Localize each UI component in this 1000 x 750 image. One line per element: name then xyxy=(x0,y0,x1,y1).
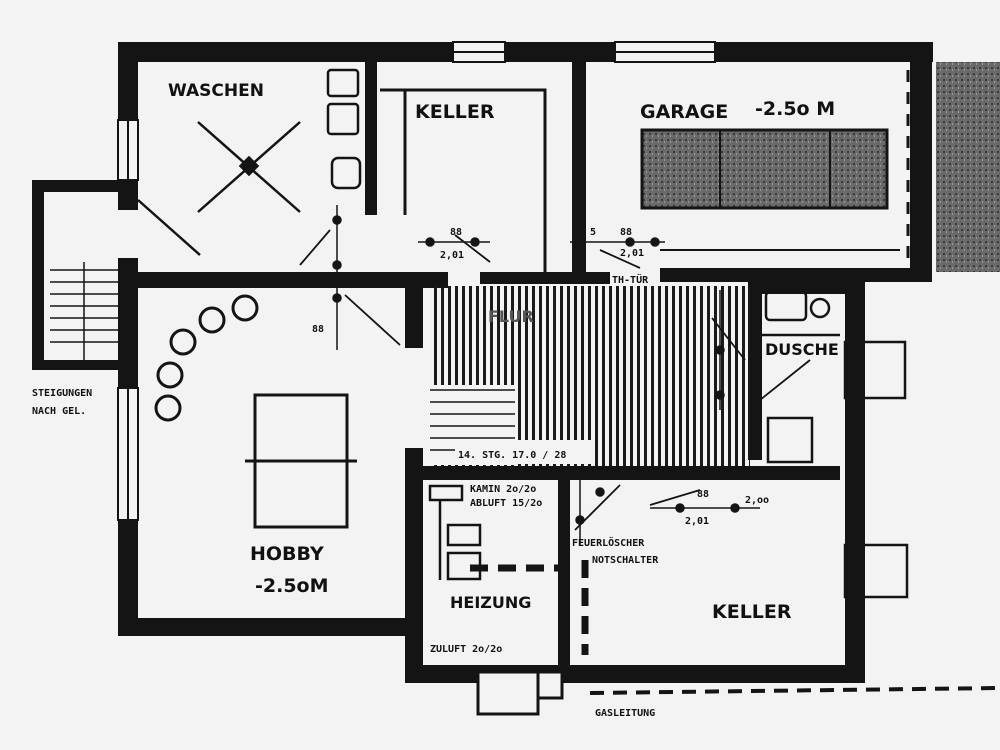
dim-201-b: 2,01 xyxy=(620,248,644,259)
stairwell xyxy=(425,286,750,466)
abluft-label: ABLUFT 15/2o xyxy=(470,498,542,509)
gasleitung-label: GASLEITUNG xyxy=(595,708,655,719)
dim-201-c: 2,01 xyxy=(685,516,709,527)
dim-88-b: 88 xyxy=(620,227,632,238)
room-label-hobby: HOBBY xyxy=(250,543,324,565)
shower-fixtures xyxy=(762,290,909,599)
notschalter-label: NOTSCHALTER xyxy=(592,555,659,566)
room-label-garage: GARAGE xyxy=(640,101,728,123)
hobby-furniture xyxy=(154,294,357,529)
th-tuer-label: TH-TÜR xyxy=(612,272,649,286)
kamin-label: KAMIN 2o/2o xyxy=(470,484,536,495)
feuerloescher-label: FEUERLÖSCHER xyxy=(572,535,645,549)
dim-88-a: 88 xyxy=(450,227,462,238)
light-shafts xyxy=(476,670,564,716)
room-label-waschen: WASCHEN xyxy=(168,81,264,101)
gas-line-outer xyxy=(589,686,1000,695)
room-label-dusche: DUSCHE xyxy=(765,340,839,359)
annex-stairs xyxy=(50,262,118,360)
walls xyxy=(32,42,933,683)
room-label-keller-top: KELLER xyxy=(415,101,495,123)
steigungen-label: STEIGUNGEN xyxy=(32,388,92,399)
room-label-flur: FLUR xyxy=(488,307,534,326)
dim-5: 5 xyxy=(590,227,596,238)
dim-88-d: 88 xyxy=(312,324,324,335)
laundry-fixtures xyxy=(137,68,362,256)
dim-88-c: 88 xyxy=(697,489,709,500)
zuluft-label: ZULUFT 2o/2o xyxy=(430,644,502,655)
keller-top-outline xyxy=(380,88,547,272)
room-label-heizung: HEIZUNG xyxy=(450,593,531,612)
stairs-spec: 14. STG. 17.0 / 28 xyxy=(458,450,566,461)
room-label-keller-bottom: KELLER xyxy=(712,601,792,623)
hobby-level: -2.5oM xyxy=(255,575,329,597)
nach-gel-label: NACH GEL. xyxy=(32,406,86,417)
windows xyxy=(117,41,716,521)
dim-201-a: 2,01 xyxy=(440,250,464,261)
car-symbol xyxy=(640,128,889,210)
exterior-hatch xyxy=(936,62,1000,272)
dim-200: 2,oo xyxy=(745,495,769,506)
gas-line xyxy=(470,560,589,655)
dimension-markers xyxy=(332,205,760,545)
garage-level: -2.5o M xyxy=(755,98,835,120)
